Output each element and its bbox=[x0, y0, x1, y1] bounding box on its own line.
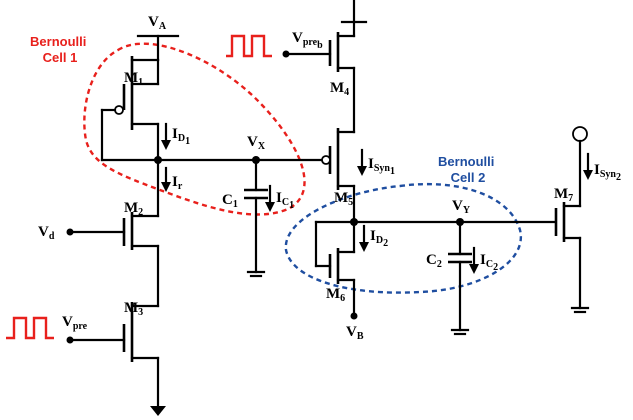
c2-label: C2 bbox=[426, 252, 442, 270]
vpreb-pulse-icon bbox=[226, 34, 272, 58]
vy-label: VY bbox=[452, 198, 471, 216]
m3-label: M3 bbox=[124, 300, 143, 318]
m7-label: M7 bbox=[554, 186, 573, 204]
transistor-m2 bbox=[66, 158, 160, 308]
transistor-m1 bbox=[100, 56, 160, 162]
id1-label: ID1 bbox=[172, 126, 190, 147]
vb-label: VB bbox=[346, 324, 364, 342]
vd-label: Vd bbox=[38, 224, 55, 242]
id2-arrow bbox=[359, 224, 369, 252]
vpre-pulse-icon bbox=[6, 316, 54, 340]
vpre-label: Vpre bbox=[62, 314, 88, 332]
m6-label: M6 bbox=[326, 286, 345, 304]
transistor-m4 bbox=[282, 0, 368, 134]
vpreb-label: Vpreb bbox=[292, 30, 323, 51]
m1-label: M1 bbox=[124, 70, 143, 88]
m5-label: M5 bbox=[334, 190, 353, 208]
vy-wire bbox=[314, 218, 556, 226]
isyn2-arrow bbox=[583, 152, 593, 180]
c1-label: C1 bbox=[222, 192, 238, 210]
va-label: VA bbox=[148, 14, 167, 32]
transistor-m3 bbox=[66, 302, 166, 416]
id2-label: ID2 bbox=[370, 228, 388, 249]
ic1-label: IC1 bbox=[276, 190, 294, 211]
isyn2-label: ISyn2 bbox=[594, 162, 621, 183]
id1-arrow bbox=[161, 122, 171, 150]
bernoulli-cell-1-label: Bernoulli Cell 1 bbox=[30, 34, 90, 65]
ir-label: Ir bbox=[172, 174, 183, 192]
bernoulli-cell-1-outline bbox=[83, 42, 306, 216]
vx-label: VX bbox=[247, 134, 266, 152]
ic2-label: IC2 bbox=[480, 252, 498, 273]
capacitor-c1 bbox=[244, 158, 268, 278]
va-rail bbox=[136, 34, 180, 62]
m2-label: M2 bbox=[124, 200, 143, 218]
ir-arrow bbox=[161, 166, 171, 192]
ic2-arrow bbox=[469, 246, 479, 274]
capacitor-c2 bbox=[448, 220, 472, 336]
transistor-m7 bbox=[554, 126, 590, 314]
ic1-arrow bbox=[265, 184, 275, 212]
bernoulli-cell-2-outline bbox=[284, 182, 523, 294]
transistor-m6 bbox=[314, 220, 358, 320]
vx-wire bbox=[100, 156, 326, 164]
transistor-m5 bbox=[321, 128, 356, 224]
isyn1-arrow bbox=[357, 148, 367, 176]
isyn1-label: ISyn1 bbox=[368, 156, 395, 177]
m4-label: M4 bbox=[330, 80, 349, 98]
bernoulli-cell-2-label: Bernoulli Cell 2 bbox=[438, 154, 498, 185]
